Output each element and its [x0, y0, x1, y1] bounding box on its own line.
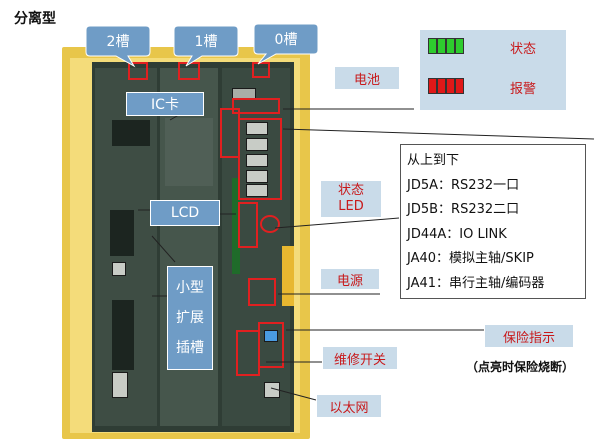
power-label: 电源	[320, 268, 380, 290]
legend-alarm-label: 报警	[510, 82, 537, 97]
alarm-led-cell	[437, 78, 446, 94]
connector-jd5b	[246, 138, 268, 151]
port-list-item: JD44A：IO LINK	[407, 226, 507, 242]
small-slot-line-2: 扩展	[176, 310, 204, 326]
slot-2-balloon-shape	[85, 25, 151, 68]
slot-2-label: 2槽	[106, 34, 130, 50]
slot-0-highlight	[252, 62, 270, 78]
small-expansion-slot-label: 小型 扩展 插槽	[167, 266, 213, 370]
connector-ja41	[246, 184, 268, 197]
port-list-item: JD5B：RS232二口	[407, 202, 520, 217]
status-led-cell	[446, 38, 455, 54]
connector-jd5a	[246, 122, 268, 135]
connector-jd44a	[246, 154, 268, 167]
battery-highlight	[232, 98, 280, 114]
port-list-item: JA41：串行主轴/编码器	[407, 275, 545, 291]
status-led-strip	[232, 178, 240, 274]
alarm-led-cells	[428, 78, 464, 98]
status-led-line-1: 状态	[337, 183, 364, 198]
port-list-item: JD5A：RS232一口	[407, 177, 520, 193]
fuse-indicator-highlight	[258, 322, 284, 368]
power-highlight	[248, 278, 276, 306]
status-led-line-2: LED	[338, 199, 364, 214]
slot-2-highlight	[128, 62, 148, 80]
fuse-led	[264, 330, 278, 342]
status-led-cells	[428, 38, 464, 58]
legend-status-label: 状态	[510, 42, 537, 57]
alarm-led-cell	[446, 78, 455, 94]
alarm-led-cell	[428, 78, 437, 94]
ic-card-label: IC卡	[126, 92, 204, 116]
expansion-connector	[110, 210, 134, 256]
port-list-box: 从上到下 JD5A：RS232一口 JD5B：RS232二口 JD44A：IO …	[400, 144, 586, 299]
maintenance-switch-label: 维修开关	[322, 346, 398, 370]
status-led-highlight	[238, 202, 258, 248]
status-led-cell	[428, 38, 437, 54]
status-led-label: 状态 LED	[320, 180, 382, 218]
alarm-led-cell	[455, 78, 464, 94]
db-port	[112, 372, 128, 398]
slot-1-balloon-shape	[173, 25, 239, 67]
small-slot-line-1: 小型	[176, 280, 204, 296]
slot-1-label: 1槽	[194, 34, 218, 50]
slot-0-balloon-shape	[253, 23, 319, 65]
ethernet-label: 以太网	[316, 394, 382, 418]
expansion-card	[112, 300, 134, 370]
slot-0-label: 0槽	[274, 32, 298, 48]
fuse-note: （点亮时保险烧断）	[466, 360, 575, 374]
status-led-circle	[260, 215, 280, 233]
yellow-label-strip	[282, 246, 294, 306]
status-led-cell	[437, 38, 446, 54]
status-led-cell	[455, 38, 464, 54]
connector-highlight	[238, 118, 282, 200]
lcd-label: LCD	[150, 200, 220, 226]
connector-stack	[240, 118, 274, 198]
fuse-indicator-label: 保险指示	[484, 324, 574, 348]
lcd-board	[165, 118, 213, 186]
battery-label: 电池	[334, 66, 400, 90]
port-list-item: JA40：模拟主轴/SKIP	[407, 251, 534, 266]
connector-ja40	[246, 170, 268, 183]
page-title: 分离型	[14, 11, 56, 27]
led-legend: 状态 报警	[420, 30, 566, 110]
small-slot-line-3: 插槽	[176, 340, 204, 356]
small-port	[112, 262, 126, 276]
port-list-header: 从上到下	[407, 153, 460, 168]
ic-card-slot	[112, 120, 150, 146]
